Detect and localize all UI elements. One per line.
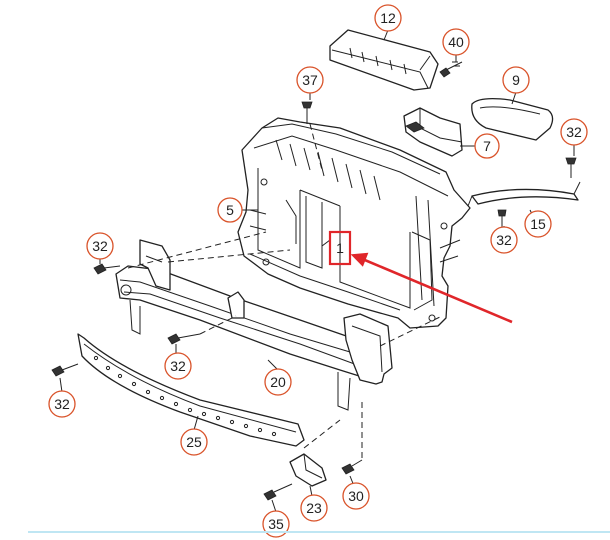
part-32-screw-right [497, 209, 507, 228]
svg-text:15: 15 [530, 216, 546, 232]
svg-text:30: 30 [348, 488, 364, 504]
part-32-screw-upper-right [565, 157, 577, 178]
svg-text:20: 20 [270, 374, 286, 390]
part-30-screw [341, 459, 363, 475]
svg-text:32: 32 [170, 358, 186, 374]
part-25-holes [93, 355, 277, 437]
part-1-front-carrier [237, 117, 471, 329]
assembly-lines [127, 123, 443, 458]
part-23-bracket [289, 453, 327, 487]
svg-text:23: 23 [306, 500, 322, 516]
callout-35: 35 [262, 510, 290, 538]
svg-text:7: 7 [483, 138, 491, 154]
callout-32-left-upper: 32 [86, 232, 114, 260]
callout-12: 12 [374, 4, 402, 32]
svg-text:5: 5 [226, 202, 234, 218]
callout-20: 20 [264, 368, 292, 396]
callout-32-mid: 32 [164, 352, 192, 380]
svg-text:37: 37 [302, 72, 318, 88]
callout-5: 5 [217, 197, 243, 223]
callout-9: 9 [502, 66, 530, 94]
callout-32-right: 32 [490, 226, 518, 254]
part-12-upper-rail [329, 29, 439, 91]
part-40-screw [439, 61, 463, 78]
callout-37: 37 [296, 66, 324, 94]
svg-text:9: 9 [512, 72, 520, 88]
part-35-screw [263, 483, 293, 501]
callout-25: 25 [180, 428, 208, 456]
svg-text:32: 32 [566, 124, 582, 140]
svg-text:25: 25 [186, 434, 202, 450]
svg-text:1: 1 [336, 240, 344, 256]
svg-text:32: 32 [54, 396, 70, 412]
part-37-screw [301, 101, 313, 124]
callout-23: 23 [300, 494, 328, 522]
svg-text:32: 32 [92, 238, 108, 254]
svg-text:35: 35 [268, 516, 284, 532]
callout-32-left-lower: 32 [48, 390, 76, 418]
callout-40: 40 [442, 28, 470, 56]
part-20-impact-bar [115, 239, 393, 411]
callout-15: 15 [524, 210, 552, 238]
part-25-trim-strip [77, 333, 305, 447]
part-32-screw-mid [167, 333, 201, 345]
part-32-screw-left-lower [51, 363, 79, 377]
part-32-screw-left-upper [93, 263, 121, 275]
bottom-rule [28, 531, 610, 533]
callout-30: 30 [342, 482, 370, 510]
part-9-cover [471, 98, 554, 141]
highlight-box [328, 230, 352, 266]
highlight-part-1: 1 [328, 230, 352, 266]
callout-32-upper-right: 32 [560, 118, 588, 146]
red-arrow [350, 252, 513, 324]
part-7-latch [403, 107, 463, 157]
svg-text:32: 32 [496, 232, 512, 248]
svg-text:40: 40 [448, 34, 464, 50]
part-15-bracket [467, 181, 581, 207]
svg-text:12: 12 [380, 10, 396, 26]
callout-7: 7 [474, 133, 500, 159]
